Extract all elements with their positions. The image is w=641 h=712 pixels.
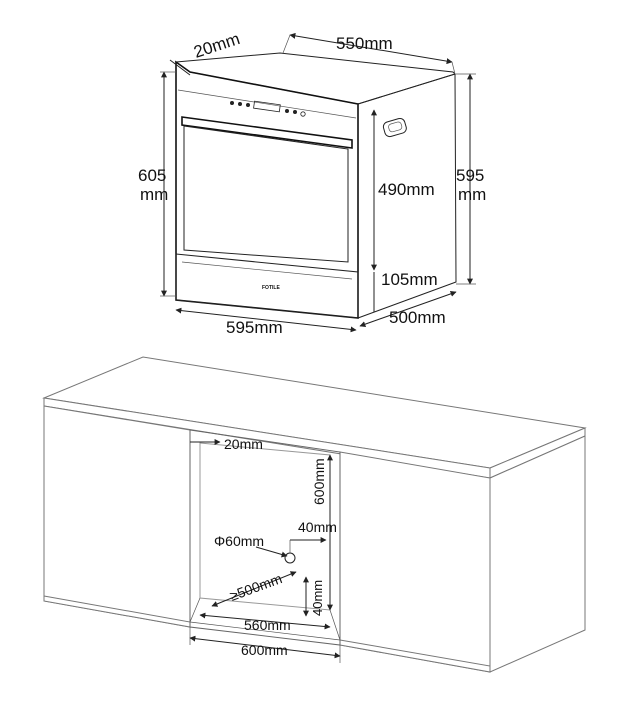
cabinet-drawing: 20mm 600mm 40mm Φ60mm ≥500mm 40mm 560mm …: [42, 356, 587, 673]
appliance-plinth: [175, 253, 359, 319]
appliance-front-face: [175, 60, 359, 319]
dim-left-height-unit: mm: [140, 185, 168, 204]
dim-side-gap: 20mm: [224, 436, 263, 452]
dim-bottom-width: 595mm: [226, 318, 283, 337]
dim-niche-depth: ≥500mm: [228, 570, 285, 604]
dim-floor-height: 40mm: [310, 580, 325, 616]
control-panel-icons: [230, 100, 306, 117]
dim-right-height-unit: mm: [458, 185, 486, 204]
left-cabinet-door: [43, 405, 191, 628]
appliance-dimension-lines: [160, 32, 476, 333]
dim-left-height-value: 605: [138, 166, 166, 185]
cabinet-dimension-lines: [189, 439, 341, 663]
dim-hole-diameter: Φ60mm: [214, 533, 264, 549]
dim-right-height-value: 595: [456, 166, 484, 185]
side-handle: [382, 117, 407, 138]
dim-door-height: 490mm: [378, 180, 435, 199]
dim-hole-offset: 40mm: [298, 519, 337, 535]
control-strip-line: [177, 89, 357, 119]
appliance-drawing: FOTILE: [138, 29, 486, 337]
dim-depth: 500mm: [389, 308, 446, 327]
right-cabinet-side: [489, 435, 586, 673]
dim-top-width: 550mm: [336, 34, 393, 53]
dim-outer-width: 600mm: [241, 642, 288, 658]
brand-logo: FOTILE: [262, 285, 280, 291]
drain-hole: [284, 552, 296, 564]
door-handle: [181, 116, 353, 149]
dim-niche-height: 600mm: [311, 458, 327, 505]
right-cabinet-door: [339, 451, 491, 673]
dim-inner-width: 560mm: [244, 617, 291, 633]
door-panel: [183, 125, 349, 263]
dim-plinth-height: 105mm: [381, 270, 438, 289]
